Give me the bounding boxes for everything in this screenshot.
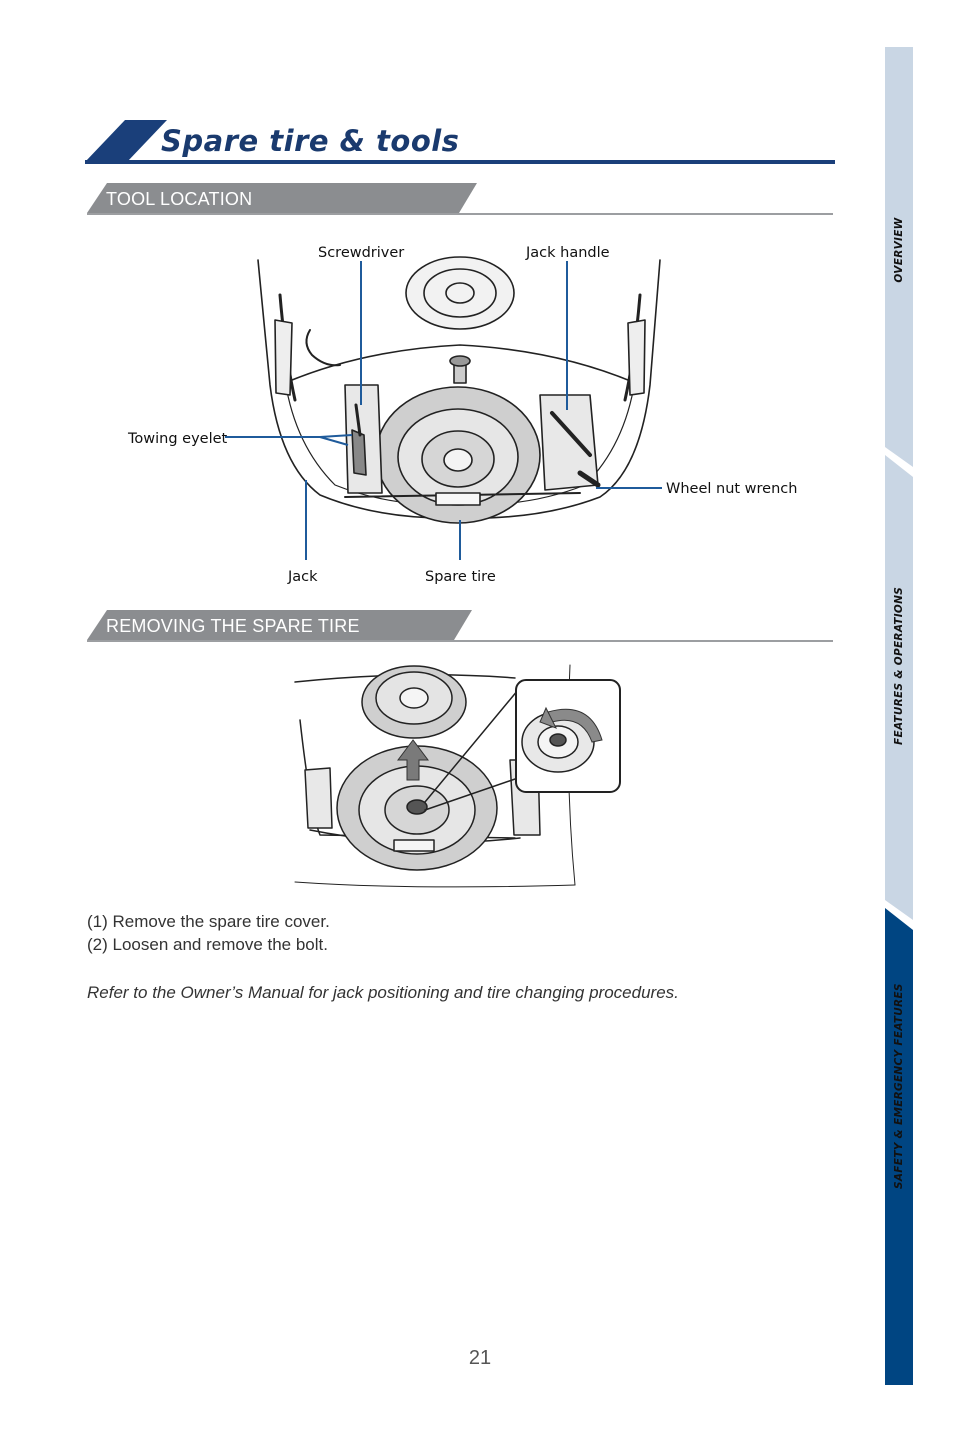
- page-title-bar: Spare tire & tools: [85, 118, 835, 168]
- step-2: (2) Loosen and remove the bolt.: [87, 935, 328, 954]
- callout-jack-handle: Jack handle: [525, 245, 610, 261]
- side-nav-tab-overview[interactable]: [885, 47, 913, 467]
- side-nav-tab-safety-emergency[interactable]: [885, 908, 913, 1385]
- title-rule: [85, 160, 835, 164]
- section-header-removing-spare-tire: REMOVING THE SPARE TIRE: [87, 610, 833, 642]
- title-accent-shape: [85, 120, 167, 162]
- section-rule: [87, 640, 833, 642]
- section-rule: [87, 213, 833, 215]
- section-title: REMOVING THE SPARE TIRE: [106, 616, 360, 636]
- owners-manual-note: Refer to the Owner’s Manual for jack pos…: [87, 983, 679, 1002]
- callout-towing-eyelet: Towing eyelet: [127, 431, 228, 447]
- page-title: Spare tire & tools: [161, 124, 460, 158]
- callout-screwdriver: Screwdriver: [318, 245, 404, 261]
- callout-jack: Jack: [287, 569, 318, 585]
- section-title: TOOL LOCATION: [106, 189, 253, 209]
- side-nav-label-features-operations: FEATURES & OPERATIONS: [893, 586, 905, 745]
- callout-spare-tire: Spare tire: [425, 569, 496, 585]
- tool-location-figure: Screwdriver Jack handle Towing eyelet Wh…: [127, 245, 797, 585]
- side-nav-label-overview: OVERVIEW: [893, 217, 905, 283]
- side-nav-label-safety-emergency: SAFETY & EMERGENCY FEATURES: [893, 983, 905, 1189]
- removal-steps: (1) Remove the spare tire cover. (2) Loo…: [87, 910, 330, 956]
- callout-wheel-nut-wrench: Wheel nut wrench: [666, 481, 797, 497]
- section-header-tool-location: TOOL LOCATION: [87, 183, 833, 215]
- removing-spare-tire-figure: [294, 664, 621, 888]
- section-tab: [87, 610, 472, 640]
- section-tab: [87, 183, 477, 213]
- side-nav-tab-features-operations[interactable]: [885, 455, 913, 920]
- step-1: (1) Remove the spare tire cover.: [87, 912, 330, 931]
- page-number: 21: [468, 1347, 492, 1369]
